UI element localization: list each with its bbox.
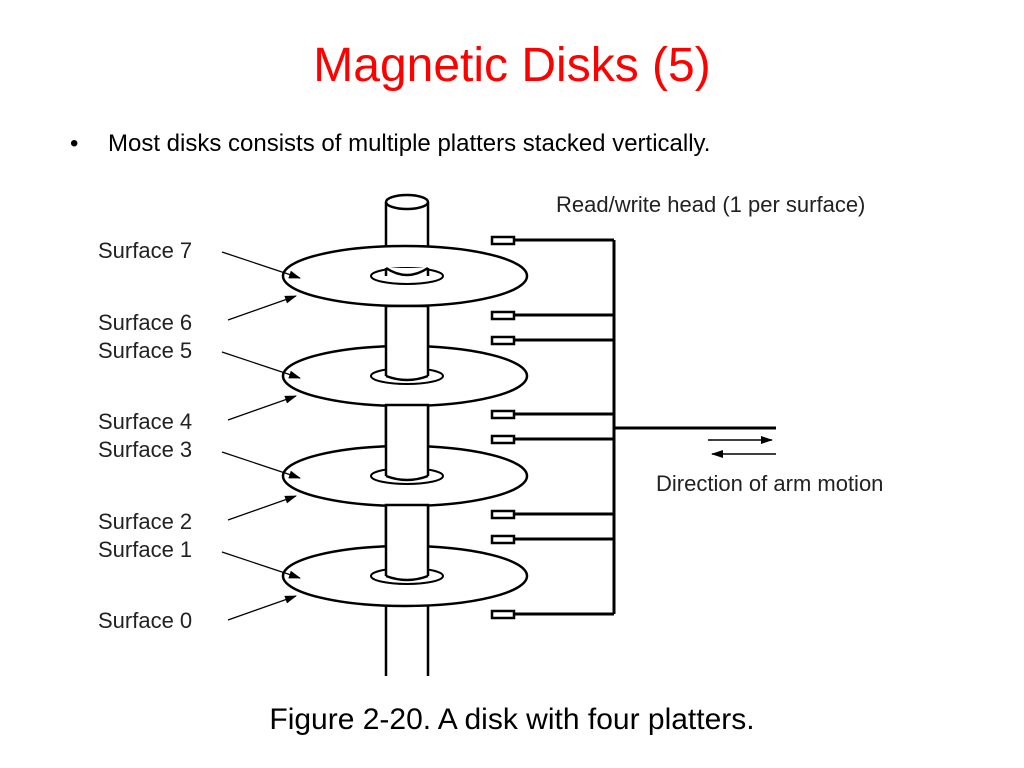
surface-leader-arrows: [221, 251, 301, 621]
surface-label: Surface 6: [98, 310, 192, 335]
head-surface-2: [490, 509, 516, 520]
surface-label: Surface 4: [98, 409, 192, 434]
platter-3: [281, 403, 529, 508]
surface-label: Surface 0: [98, 608, 192, 633]
head-surface-3: [490, 434, 516, 445]
platter-4: [281, 503, 529, 608]
bullet-text: Most disks consists of multiple platters…: [108, 130, 711, 157]
surface-label: Surface 2: [98, 509, 192, 534]
head-surface-0: [490, 609, 516, 620]
bullet-list: • Most disks consists of multiple platte…: [70, 126, 710, 162]
slide-title: Magnetic Disks (5): [313, 39, 711, 92]
platter-1: [281, 244, 529, 308]
head-surface-1: [490, 534, 516, 545]
spindle-top-cap: [384, 193, 430, 211]
figure-caption: Figure 2-20. A disk with four platters.: [269, 703, 755, 736]
head-label: Read/write head (1 per surface): [556, 192, 865, 217]
head-surface-6: [490, 310, 516, 321]
head-surface-5: [490, 335, 516, 346]
arm-assembly: [514, 238, 776, 616]
platter-2: [281, 304, 529, 408]
bullet-item: • Most disks consists of multiple platte…: [70, 126, 710, 162]
spindle-bottom-segment: [384, 604, 430, 676]
head-surface-7: [490, 235, 516, 246]
surface-label: Surface 5: [98, 338, 192, 363]
surface-label: Surface 7: [98, 238, 192, 263]
surface-labels: Surface 7 Surface 6 Surface 5 Surface 4 …: [98, 238, 192, 633]
surface-label: Surface 1: [98, 537, 192, 562]
surface-label: Surface 3: [98, 437, 192, 462]
arm-motion-arrows-icon: [708, 436, 776, 458]
bullet-dot-icon: •: [70, 130, 79, 157]
head-surface-4: [490, 409, 516, 420]
arm-motion-label: Direction of arm motion: [656, 471, 883, 496]
platters: [281, 244, 529, 608]
